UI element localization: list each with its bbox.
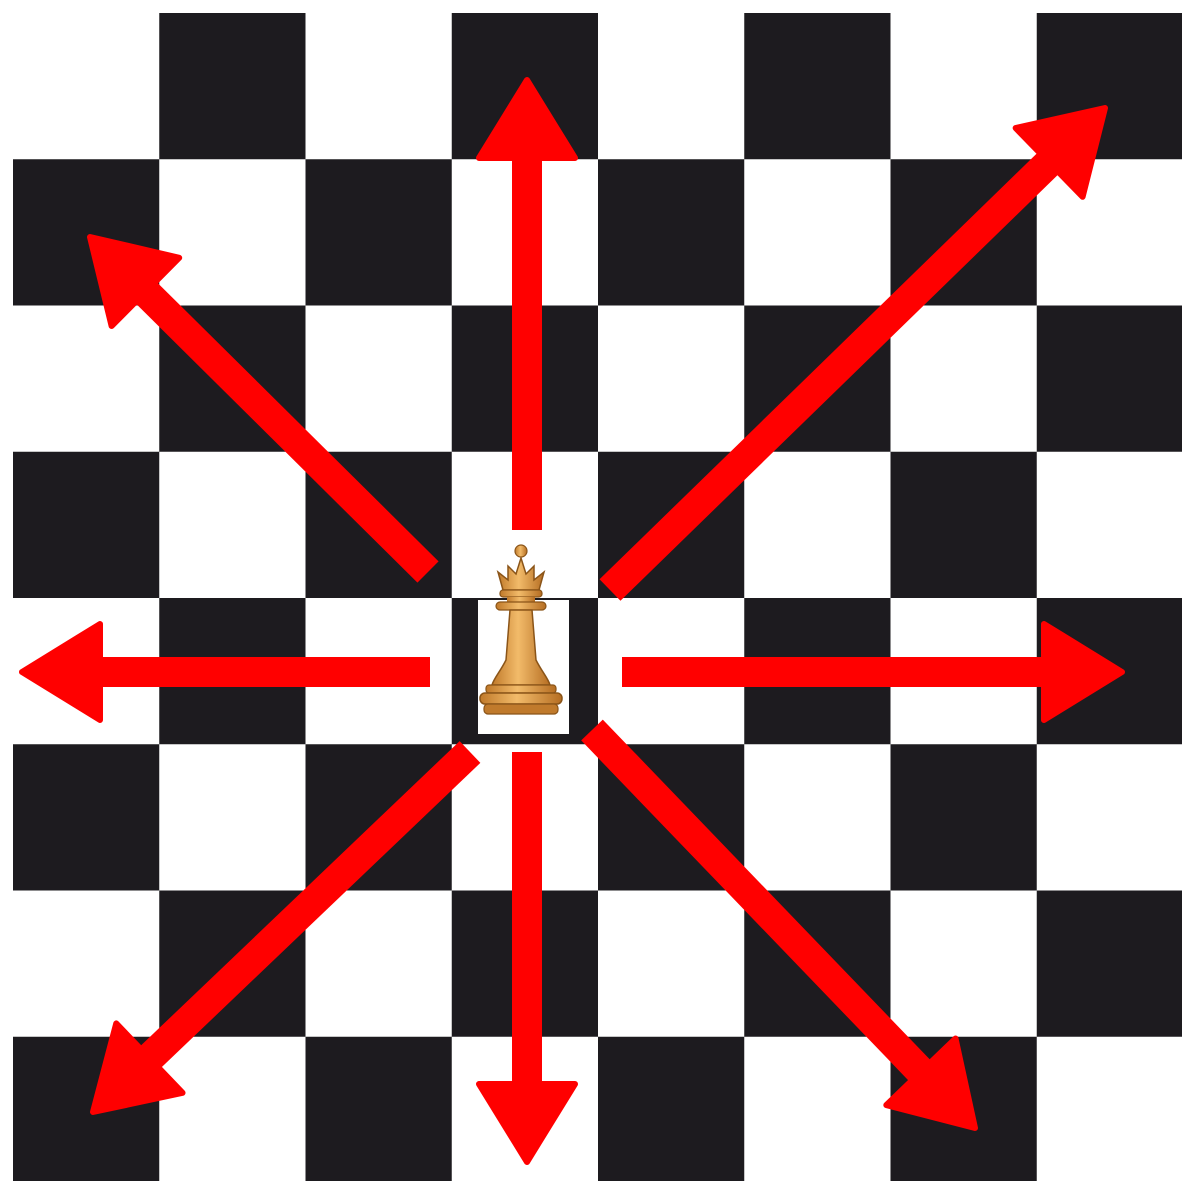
light-square[interactable] <box>1037 159 1182 306</box>
dark-square[interactable] <box>891 452 1038 599</box>
light-square[interactable] <box>598 13 745 160</box>
light-square[interactable] <box>159 452 306 599</box>
light-square[interactable] <box>744 159 891 306</box>
light-square[interactable] <box>306 13 453 160</box>
dark-square[interactable] <box>13 452 160 599</box>
light-square[interactable] <box>744 1037 891 1181</box>
dark-square[interactable] <box>13 744 160 891</box>
light-square[interactable] <box>1037 744 1182 891</box>
light-square[interactable] <box>891 306 1038 453</box>
light-square[interactable] <box>744 452 891 599</box>
dark-square[interactable] <box>306 1037 453 1181</box>
dark-square[interactable] <box>891 744 1038 891</box>
light-square[interactable] <box>159 159 306 306</box>
light-square[interactable] <box>1037 452 1182 599</box>
light-square[interactable] <box>13 891 160 1038</box>
dark-square[interactable] <box>598 159 745 306</box>
light-square[interactable] <box>744 744 891 891</box>
dark-square[interactable] <box>598 1037 745 1181</box>
light-square[interactable] <box>306 891 453 1038</box>
light-square[interactable] <box>159 744 306 891</box>
dark-square[interactable] <box>1037 891 1182 1038</box>
light-square[interactable] <box>159 1037 306 1181</box>
light-square[interactable] <box>1037 1037 1182 1181</box>
dark-square[interactable] <box>744 13 891 160</box>
light-square[interactable] <box>891 891 1038 1038</box>
light-square[interactable] <box>13 306 160 453</box>
dark-square[interactable] <box>1037 306 1182 453</box>
dark-square[interactable] <box>159 13 306 160</box>
light-square[interactable] <box>891 13 1038 160</box>
light-square[interactable] <box>306 306 453 453</box>
light-square[interactable] <box>13 13 160 160</box>
dark-square[interactable] <box>306 159 453 306</box>
light-square[interactable] <box>598 891 745 1038</box>
light-square[interactable] <box>598 306 745 453</box>
